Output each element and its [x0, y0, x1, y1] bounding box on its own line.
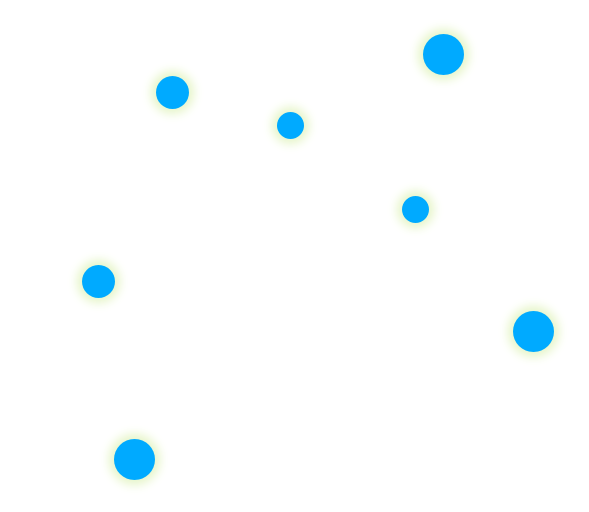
- circle-icon: [114, 439, 155, 480]
- circle-icon: [513, 311, 554, 352]
- circle-icon: [82, 265, 115, 298]
- circle-icon: [277, 112, 304, 139]
- circle-icon: [402, 196, 429, 223]
- circle-icon: [156, 76, 189, 109]
- circle-icon: [423, 34, 464, 75]
